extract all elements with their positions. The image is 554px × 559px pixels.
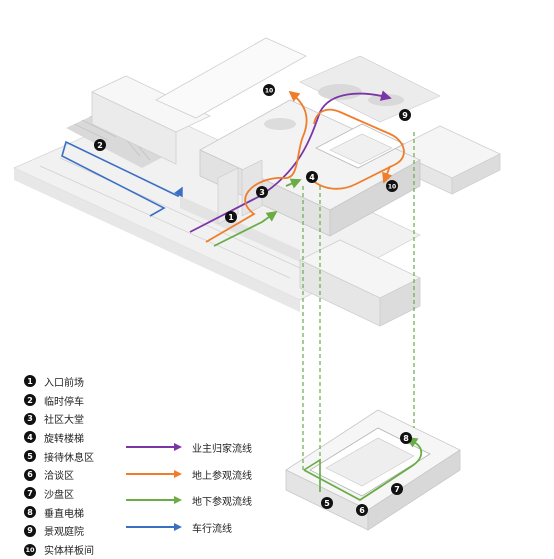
- basement-visit-loop: [303, 437, 423, 502]
- legend-number: 10: [24, 543, 36, 556]
- vehicle-flow-arrow-swatch: [126, 522, 182, 531]
- legend-label: 洽谈区: [44, 471, 74, 483]
- callout-marker-9: 9: [399, 109, 411, 121]
- above-ground-flow-arrow-swatch: [126, 469, 182, 478]
- above-ground-visit-loop: [309, 108, 405, 190]
- legend-number: 9: [24, 524, 36, 537]
- legend-label: 入口前场: [44, 377, 84, 389]
- legend-item: 10 实体样板间: [24, 540, 144, 559]
- callout-marker-3: 3: [256, 186, 268, 198]
- vertical-connection-lines: [302, 132, 415, 492]
- flow-legend-item: 地下参观流线: [124, 493, 304, 520]
- legend-number: 4: [24, 431, 36, 444]
- legend-label: 临时停车: [44, 396, 84, 408]
- legend-label: 接待休息区: [44, 452, 94, 464]
- above-ground-visit-route-east: [382, 165, 393, 184]
- callout-marker-10-east: 10: [386, 180, 398, 192]
- callout-marker-7: 7: [391, 483, 403, 495]
- flow-legend-label: 车行流线: [192, 523, 232, 535]
- flow-legend: 业主归家流线 地上参观流线 地下参观流线 车行流线: [124, 440, 304, 546]
- basement-return-route: [303, 458, 321, 492]
- below-ground-visit-route: [213, 210, 278, 247]
- flow-legend-label: 业主归家流线: [192, 444, 252, 455]
- legend-item: 9 景观庭院: [24, 522, 144, 541]
- legend-item: 7 沙盘区: [24, 484, 144, 503]
- legend-number: 2: [24, 394, 36, 407]
- legend-label: 沙盘区: [44, 489, 74, 501]
- owner-flow-arrow-swatch: [126, 443, 182, 451]
- legend-item: 6 洽谈区: [24, 465, 144, 484]
- building-blocks: [91, 37, 501, 327]
- callout-marker-4: 4: [306, 171, 318, 183]
- legend-item: 2 临时停车: [24, 391, 144, 410]
- callout-marker-6: 6: [356, 504, 368, 516]
- basement-plan: [285, 409, 461, 531]
- legend-number: 6: [24, 468, 36, 481]
- legend-label: 旋转楼梯: [44, 433, 84, 445]
- svg-text:4: 4: [309, 173, 315, 182]
- flow-legend-item: 业主归家流线: [124, 440, 304, 467]
- callout-marker-5: 5: [321, 497, 333, 509]
- legend-label: 社区大堂: [44, 415, 84, 427]
- svg-text:10: 10: [265, 88, 273, 95]
- svg-text:5: 5: [324, 499, 330, 508]
- callout-marker-10-north: 10: [263, 84, 275, 96]
- flow-legend-label: 地上参观流线: [192, 470, 252, 482]
- below-ground-entry-route: [285, 178, 302, 189]
- above-ground-visit-route: [205, 90, 308, 243]
- legend-number: 8: [24, 506, 36, 519]
- legend-label: 景观庭院: [44, 527, 84, 539]
- callout-marker-2: 2: [94, 139, 106, 151]
- svg-text:8: 8: [403, 434, 409, 443]
- flow-legend-label: 地下参观流线: [192, 497, 252, 508]
- svg-text:6: 6: [359, 506, 365, 515]
- below-ground-flow-arrow-swatch: [126, 496, 182, 504]
- legend-number: 1: [24, 375, 36, 388]
- flow-legend-item: 车行流线: [124, 520, 304, 547]
- legend-label: 实体样板间: [44, 546, 94, 558]
- legend-item: 3 社区大堂: [24, 409, 144, 428]
- svg-text:3: 3: [259, 188, 265, 197]
- legend-number: 7: [24, 487, 36, 500]
- callout-marker-8: 8: [400, 432, 412, 444]
- svg-text:9: 9: [402, 111, 408, 120]
- numbered-legend: 1 入口前场 2 临时停车 3 社区大堂 4 旋转楼梯 5 接待休息区 6 洽谈区 7 沙盘区…: [24, 372, 144, 559]
- legend-number: 3: [24, 412, 36, 425]
- legend-item: 8 垂直电梯: [24, 503, 144, 522]
- callout-marker-1: 1: [225, 211, 237, 223]
- legend-number: 5: [24, 450, 36, 463]
- legend-item: 1 入口前场: [24, 372, 144, 391]
- svg-text:2: 2: [97, 141, 103, 150]
- vehicle-flow-route: [61, 140, 183, 217]
- legend-label: 垂直电梯: [44, 508, 84, 520]
- legend-item: 5 接待休息区: [24, 447, 144, 466]
- svg-text:1: 1: [228, 213, 234, 222]
- svg-text:7: 7: [394, 485, 400, 494]
- flow-legend-item: 地上参观流线: [124, 467, 304, 494]
- legend-item: 4 旋转楼梯: [24, 428, 144, 447]
- svg-text:10: 10: [388, 184, 396, 191]
